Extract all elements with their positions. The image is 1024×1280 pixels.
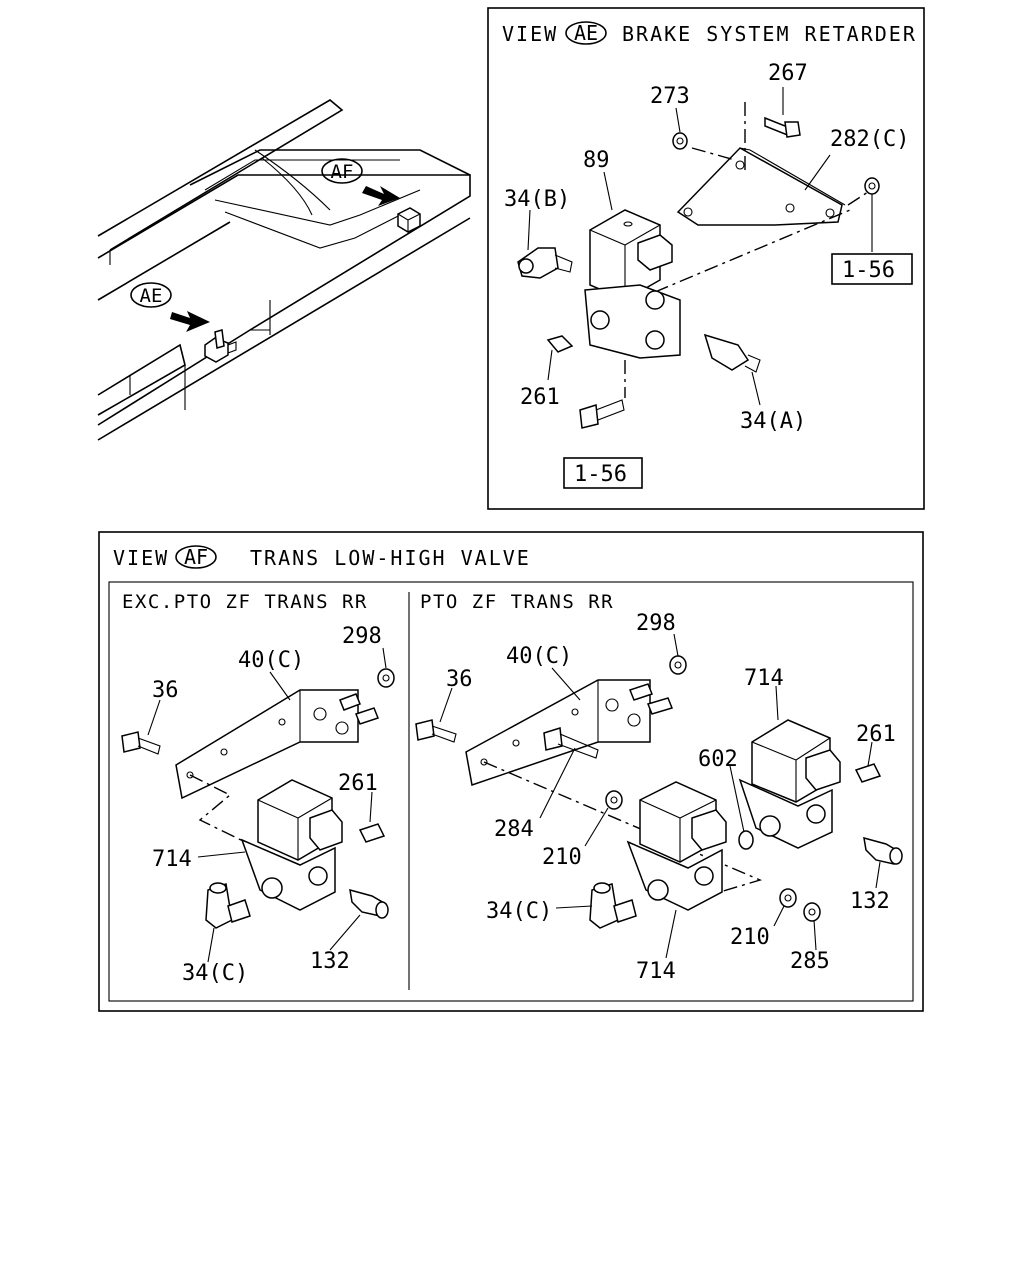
view-af-callout: AF [184, 545, 208, 569]
view-ae-callout: AE [574, 21, 598, 45]
right-section-heading: PTO ZF TRANS RR [420, 591, 614, 613]
ref-box-bottom [563, 457, 643, 489]
label-34b: 34(B) [504, 187, 570, 212]
view-af-panel: VIEW AF TRANS LOW-HIGH VALVE EXC.PTO ZF … [98, 531, 924, 1012]
view-ae-view-word: VIEW [502, 22, 558, 46]
left-label-34c: 34(C) [182, 961, 248, 986]
right-label-132: 132 [850, 889, 890, 914]
left-label-714: 714 [152, 847, 192, 872]
callout-af-ellipse [321, 158, 363, 184]
ref-label-top: 1-56 [842, 258, 895, 283]
view-ae-panel: VIEW AE BRAKE SYSTEM RETARDER [487, 7, 925, 510]
right-label-714-bottom: 714 [636, 959, 676, 984]
right-label-714-top: 714 [744, 666, 784, 691]
fitting-34a [703, 333, 750, 371]
chassis-frame-overview: AF AE [97, 99, 471, 441]
left-label-132: 132 [310, 949, 350, 974]
label-273: 273 [650, 84, 690, 109]
view-af-frame [98, 531, 924, 1012]
arrow-icon [170, 311, 210, 332]
right-label-40c: 40(C) [506, 644, 572, 669]
view-ae-frame [487, 7, 925, 510]
right-label-34c: 34(C) [486, 899, 552, 924]
bracket-40c-left [175, 689, 359, 800]
left-label-36: 36 [152, 678, 179, 703]
arrow-icon [362, 186, 400, 206]
right-label-36: 36 [446, 667, 473, 692]
right-label-285: 285 [790, 949, 830, 974]
ref-label-bottom: 1-56 [574, 462, 627, 487]
label-267: 267 [768, 61, 808, 86]
left-section-heading: EXC.PTO ZF TRANS RR [122, 591, 368, 613]
right-label-210-b: 210 [730, 925, 770, 950]
label-261: 261 [520, 385, 560, 410]
callout-af: AF [331, 161, 354, 183]
right-label-210-a: 210 [542, 845, 582, 870]
left-label-298: 298 [342, 624, 382, 649]
label-34a: 34(A) [740, 409, 806, 434]
label-282c: 282(C) [830, 127, 909, 152]
callout-ae-ellipse [130, 282, 172, 308]
label-89: 89 [583, 148, 610, 173]
view-af-view-word: VIEW [113, 546, 169, 570]
view-ae-title: BRAKE SYSTEM RETARDER [622, 22, 917, 46]
callout-ae: AE [140, 285, 163, 307]
right-label-602: 602 [698, 747, 738, 772]
view-af-inner-frame [108, 581, 914, 1002]
left-label-40c: 40(C) [238, 648, 304, 673]
left-label-261: 261 [338, 771, 378, 796]
view-af-title: TRANS LOW-HIGH VALVE [250, 546, 531, 570]
right-label-284: 284 [494, 817, 534, 842]
right-label-298: 298 [636, 611, 676, 636]
right-label-261: 261 [856, 722, 896, 747]
ref-box-top [831, 253, 913, 285]
bracket-282c [676, 147, 843, 226]
